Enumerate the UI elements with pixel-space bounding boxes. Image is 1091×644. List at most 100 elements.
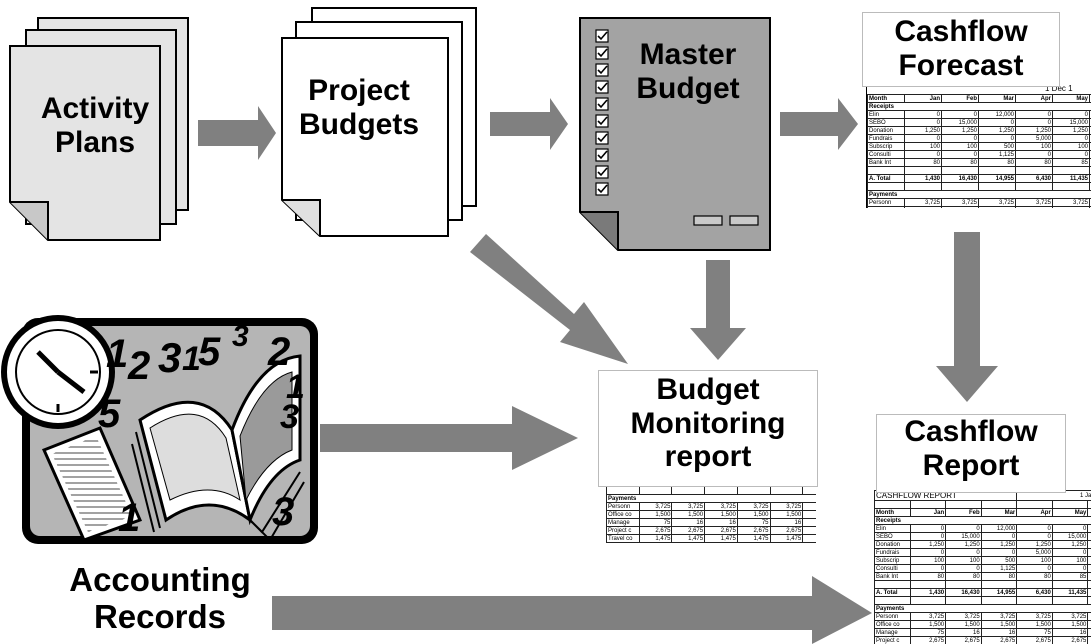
master-budget-label: Master Budget — [636, 38, 740, 105]
table-cell: 3,725 — [1015, 198, 1053, 207]
cashflow-report-label: Cashflow Report — [876, 414, 1066, 494]
arrow-accounting-to-report — [272, 576, 872, 644]
table-cell: 2,675 — [638, 526, 673, 535]
digit: 5 — [198, 330, 221, 374]
digit: 1 — [286, 368, 305, 406]
table-cell — [769, 486, 804, 495]
table-cell: 0 — [945, 564, 982, 573]
table-cell: 500 — [978, 142, 1016, 151]
table-spacer-row — [874, 500, 1091, 509]
table-cell: Apr — [1016, 508, 1053, 517]
table-cell: 12,000 — [980, 524, 1018, 533]
table-cell: 12,000 — [978, 110, 1016, 119]
table-cell: 16 — [769, 518, 804, 527]
table-cell: 5,000 — [1015, 134, 1053, 143]
table-spacer-row — [867, 166, 1091, 175]
table-cell: 2,675 — [980, 636, 1018, 644]
table-cell: 3,725 — [909, 612, 947, 621]
table-cell: 2,675 — [671, 526, 706, 535]
table-cell: 1,500 — [736, 510, 771, 519]
table-cell: Apr — [1015, 94, 1053, 103]
table-cell: 1,475 — [638, 534, 673, 543]
table-cell: 80 — [978, 158, 1016, 167]
digit: 1 — [106, 332, 129, 376]
table-cell: Elin — [867, 110, 905, 119]
table-cell: 100 — [909, 556, 947, 565]
activity-plans-label: Activity Plans — [40, 92, 150, 159]
table-cell: 0 — [1015, 150, 1053, 159]
arrow-forecast-to-report — [936, 232, 998, 402]
table-cell: 1,475 — [802, 534, 816, 543]
section-label: Payments — [606, 494, 816, 503]
table-cell: A. Total — [867, 174, 905, 183]
table-cell: 15,000 — [941, 118, 979, 127]
table-cell: 16 — [671, 518, 706, 527]
table-cell: 0 — [1052, 134, 1090, 143]
table-cell — [980, 580, 1018, 589]
table-cell: 100 — [1016, 556, 1053, 565]
table-cell: 100 — [904, 142, 942, 151]
table-row: A. Total1,43016,43014,9556,43011,43514,5… — [874, 588, 1091, 597]
table-cell: 1,500 — [904, 206, 942, 208]
table-cell: 75 — [909, 628, 947, 637]
table-cell: Bank Int — [867, 158, 905, 167]
table-section-row: Receipts — [867, 102, 1091, 111]
table-cell: 0 — [980, 532, 1018, 541]
table-cell: 6,430 — [1016, 588, 1053, 597]
table-cell: Feb — [941, 94, 979, 103]
table-section-row: Payments — [867, 190, 1091, 199]
table-cell — [904, 182, 942, 191]
table-cell: 2,675 — [945, 636, 982, 644]
table-row: Manage751616751616 — [874, 628, 1091, 637]
section-label: Receipts — [867, 102, 1091, 111]
table-cell — [909, 580, 947, 589]
table-cell: Jan — [904, 94, 942, 103]
digit: 3 — [280, 398, 299, 436]
table-cell: 0 — [1051, 564, 1089, 573]
table-section-row: Payments — [874, 604, 1091, 613]
table-cell: Jan — [909, 508, 947, 517]
table-cell: 1,250 — [978, 126, 1016, 135]
table-cell — [1015, 182, 1053, 191]
table-cell: 16 — [980, 628, 1018, 637]
table-cell: 85 — [1051, 572, 1089, 581]
table-cell: 11,435 — [1051, 588, 1089, 597]
table-cell: 1,500 — [980, 620, 1018, 629]
table-cell: 1,250 — [1051, 540, 1089, 549]
table-spacer-row — [874, 596, 1091, 605]
table-cell — [941, 166, 979, 175]
table-row: Manage7516167516520 — [606, 518, 816, 527]
table-cell: 75 — [638, 518, 673, 527]
accounting-records-label: Accounting Records — [69, 561, 251, 635]
table-cell — [980, 500, 1018, 509]
table-cell: Elin — [874, 524, 911, 533]
table-cell: 100 — [1051, 556, 1089, 565]
forecast-date-note: 1 Dec 1 — [1045, 84, 1073, 93]
table-cell: 1,250 — [945, 540, 982, 549]
table-cell: 15,000 — [1052, 118, 1090, 127]
table-cell: 14,955 — [980, 588, 1018, 597]
table-cell: 1,430 — [904, 174, 942, 183]
table-cell: 1,500 — [1089, 206, 1091, 208]
forecast-table: MonthJanFebMarAprMayJunReceiptsElin0012,… — [867, 94, 1091, 208]
project-budgets-icon — [281, 7, 477, 237]
table-cell: 5,000 — [1016, 548, 1053, 557]
table-cell: 3,725 — [671, 502, 706, 511]
table-cell — [945, 580, 982, 589]
table-cell: 16 — [945, 628, 982, 637]
table-cell: Month — [874, 508, 911, 517]
table-cell: 0 — [904, 150, 942, 159]
table-cell: Subscrip — [874, 556, 911, 565]
table-cell — [909, 596, 947, 605]
table-cell: Consulti — [874, 564, 911, 573]
table-cell — [1016, 580, 1053, 589]
table-cell: 3,725 — [904, 198, 942, 207]
table-cell: 520 — [802, 518, 816, 527]
table-cell: 80 — [941, 158, 979, 167]
table-cell — [1051, 580, 1089, 589]
